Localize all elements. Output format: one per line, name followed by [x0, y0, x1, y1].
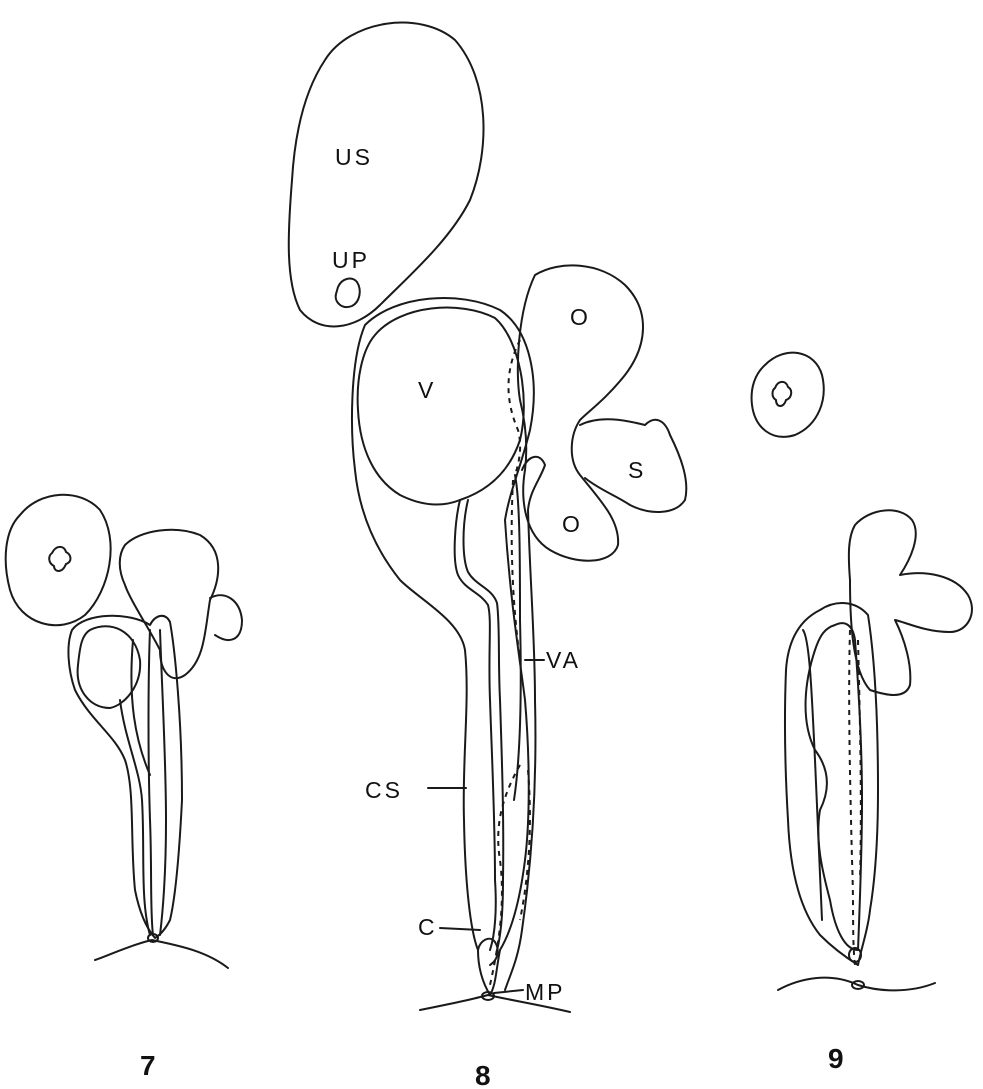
fig8-vesicle-outer: [352, 298, 534, 995]
figure-7: 7: [6, 495, 242, 1081]
leader-mp: [494, 990, 523, 993]
figure-8: US UP V O S O VA CS C MP 8: [289, 23, 687, 1089]
fig9-lobe: [849, 510, 972, 695]
label-o-lower: O: [562, 511, 583, 537]
label-v: V: [418, 377, 436, 403]
fig9-lumen: [773, 382, 792, 406]
fig7-base-line: [95, 940, 228, 968]
label-c: C: [418, 914, 438, 940]
fig9-blob-top: [752, 353, 824, 437]
fig8-vesicle-inner: [358, 308, 524, 505]
fig8-duct-channel-outer: [455, 500, 496, 950]
label-va: VA: [546, 647, 581, 673]
fig9-dashed: [849, 630, 855, 965]
fig8-urinary-pore: [336, 279, 360, 307]
fig7-duct-inner-b: [160, 630, 166, 935]
figure-9: 9: [752, 353, 972, 1074]
label-o-upper: O: [570, 304, 591, 330]
label-up: UP: [332, 247, 370, 273]
label-s: S: [628, 457, 646, 483]
fig8-dashed-lower-b: [520, 770, 530, 920]
fig7-blob-left: [6, 495, 111, 625]
leader-c: [440, 928, 480, 930]
fig8-urinary-sac: [289, 23, 484, 327]
fig7-lobe-small: [210, 595, 242, 640]
figure-7-number: 7: [140, 1050, 156, 1081]
fig7-duct-inner-c: [120, 700, 150, 935]
label-us: US: [335, 144, 373, 170]
fig7-lumen: [49, 547, 70, 571]
fig8-oviduct-right-a: [505, 457, 545, 990]
label-mp: MP: [525, 979, 566, 1005]
fig8-canal-bulb: [478, 939, 498, 965]
fig7-lobe-large: [120, 530, 218, 678]
fig7-duct-inner-a: [149, 630, 154, 935]
label-cs: CS: [365, 777, 403, 803]
figure-9-number: 9: [828, 1043, 844, 1074]
fig8-duct-channel-inner: [464, 500, 504, 950]
figure-8-number: 8: [475, 1060, 491, 1089]
fig9-duct-left-outer: [803, 630, 822, 920]
